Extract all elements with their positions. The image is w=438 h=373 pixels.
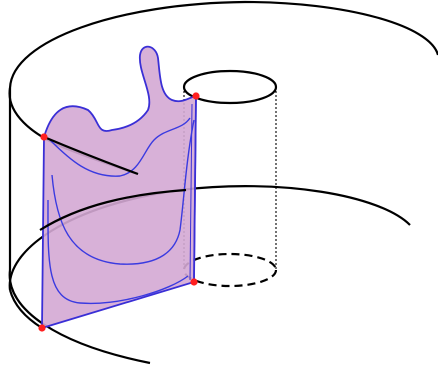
level-curve-2	[51, 119, 195, 265]
middle-ring-front	[39, 188, 187, 231]
outer-rim-over-surface	[43, 135, 139, 176]
corner-point-bottom-right	[190, 278, 198, 286]
corner-point-top-left	[40, 133, 48, 141]
level-curve-3	[47, 199, 189, 305]
outer-top-rim	[8, 0, 438, 89]
level-curve-1	[49, 117, 191, 177]
inner-cylinder-bottom	[182, 252, 278, 288]
purple-surface	[41, 45, 197, 330]
lower-ring-front	[8, 289, 43, 329]
surface-right-edge	[193, 95, 197, 283]
corner-point-top-right	[192, 92, 200, 100]
corner-point-bottom-left	[38, 324, 46, 332]
